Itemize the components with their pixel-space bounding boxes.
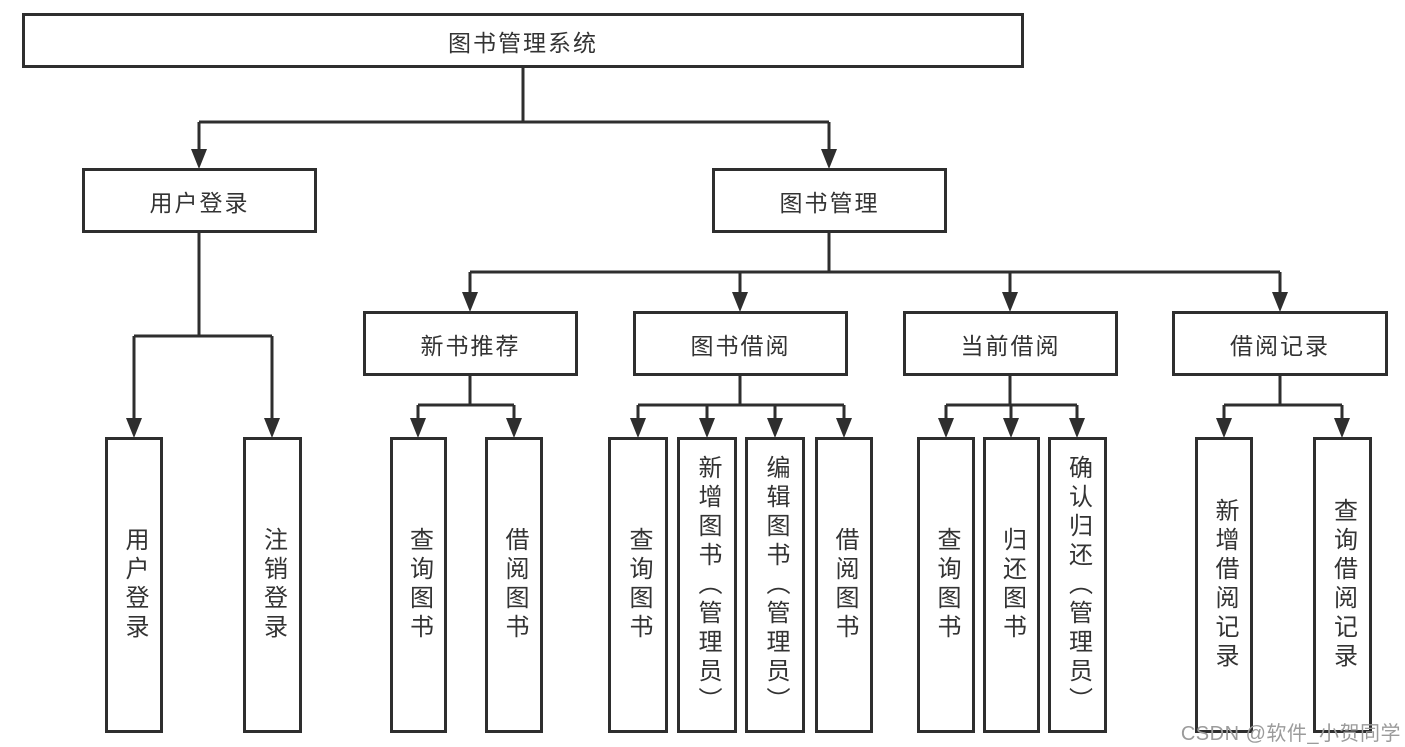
node-new-book-recommend-label: 新书推荐 bbox=[420, 332, 521, 359]
node-borrow-records-label: 借阅记录 bbox=[1230, 332, 1330, 359]
edge-record-to-leaves bbox=[1222, 376, 1344, 421]
node-new-book-recommend: 新书推荐 bbox=[363, 311, 578, 376]
edge-mgmt-to-level3 bbox=[468, 233, 1282, 295]
leaf-current-query-book: 查询图书 bbox=[917, 437, 975, 733]
leaf-logout-label: 注销登录 bbox=[259, 527, 287, 643]
leaf-logout: 注销登录 bbox=[243, 437, 302, 733]
leaf-records-add-record: 新增借阅记录 bbox=[1195, 437, 1253, 733]
leaf-newbook-borrow-book-label: 借阅图书 bbox=[501, 527, 528, 643]
node-book-management: 图书管理 bbox=[712, 168, 947, 233]
leaf-current-return-book-label: 归还图书 bbox=[998, 527, 1026, 643]
edge-newbook-to-leaves bbox=[416, 376, 516, 421]
node-book-management-label: 图书管理 bbox=[779, 189, 880, 216]
leaf-borrow-query-book: 查询图书 bbox=[608, 437, 668, 733]
edge-login-to-leaves bbox=[132, 233, 274, 421]
leaf-newbook-query-book-label: 查询图书 bbox=[405, 527, 433, 643]
leaf-borrow-add-book-admin-label: 新增图书（管理员） bbox=[694, 454, 721, 716]
node-root-label: 图书管理系统 bbox=[448, 29, 598, 56]
leaf-current-confirm-return-admin: 确认归还（管理员） bbox=[1048, 437, 1107, 733]
node-borrow-records: 借阅记录 bbox=[1172, 311, 1388, 376]
leaf-borrow-query-book-label: 查询图书 bbox=[625, 527, 652, 643]
leaf-current-return-book: 归还图书 bbox=[983, 437, 1040, 733]
leaf-current-confirm-return-admin-label: 确认归还（管理员） bbox=[1064, 454, 1092, 716]
edge-current-to-leaves bbox=[944, 376, 1079, 421]
leaf-newbook-borrow-book: 借阅图书 bbox=[485, 437, 543, 733]
leaf-newbook-query-book: 查询图书 bbox=[390, 437, 447, 733]
arrowheads bbox=[126, 149, 1350, 438]
node-user-login-label: 用户登录 bbox=[149, 189, 250, 216]
csdn-watermark: CSDN @软件_小贺同学 bbox=[1180, 723, 1401, 745]
edge-root-to-level2 bbox=[197, 68, 831, 152]
node-current-borrow: 当前借阅 bbox=[903, 311, 1118, 376]
node-current-borrow-label: 当前借阅 bbox=[960, 332, 1061, 359]
leaf-records-add-record-label: 新增借阅记录 bbox=[1211, 498, 1238, 672]
leaf-current-query-book-label: 查询图书 bbox=[933, 527, 960, 643]
leaf-records-query-record: 查询借阅记录 bbox=[1313, 437, 1372, 733]
node-user-login: 用户登录 bbox=[82, 168, 317, 233]
node-root: 图书管理系统 bbox=[22, 13, 1024, 68]
leaf-borrow-edit-book-admin: 编辑图书（管理员） bbox=[745, 437, 805, 733]
leaf-user-login-label: 用户登录 bbox=[121, 527, 148, 643]
leaf-records-query-record-label: 查询借阅记录 bbox=[1329, 498, 1357, 672]
leaf-borrow-add-book-admin: 新增图书（管理员） bbox=[677, 437, 737, 733]
edge-borrow-to-leaves bbox=[636, 376, 846, 421]
leaf-user-login: 用户登录 bbox=[105, 437, 163, 733]
leaf-borrow-edit-book-admin-label: 编辑图书（管理员） bbox=[762, 454, 789, 716]
leaf-borrow-borrow-book-label: 借阅图书 bbox=[831, 527, 858, 643]
node-book-borrow: 图书借阅 bbox=[633, 311, 848, 376]
node-book-borrow-label: 图书借阅 bbox=[690, 332, 791, 359]
leaf-borrow-borrow-book: 借阅图书 bbox=[815, 437, 873, 733]
